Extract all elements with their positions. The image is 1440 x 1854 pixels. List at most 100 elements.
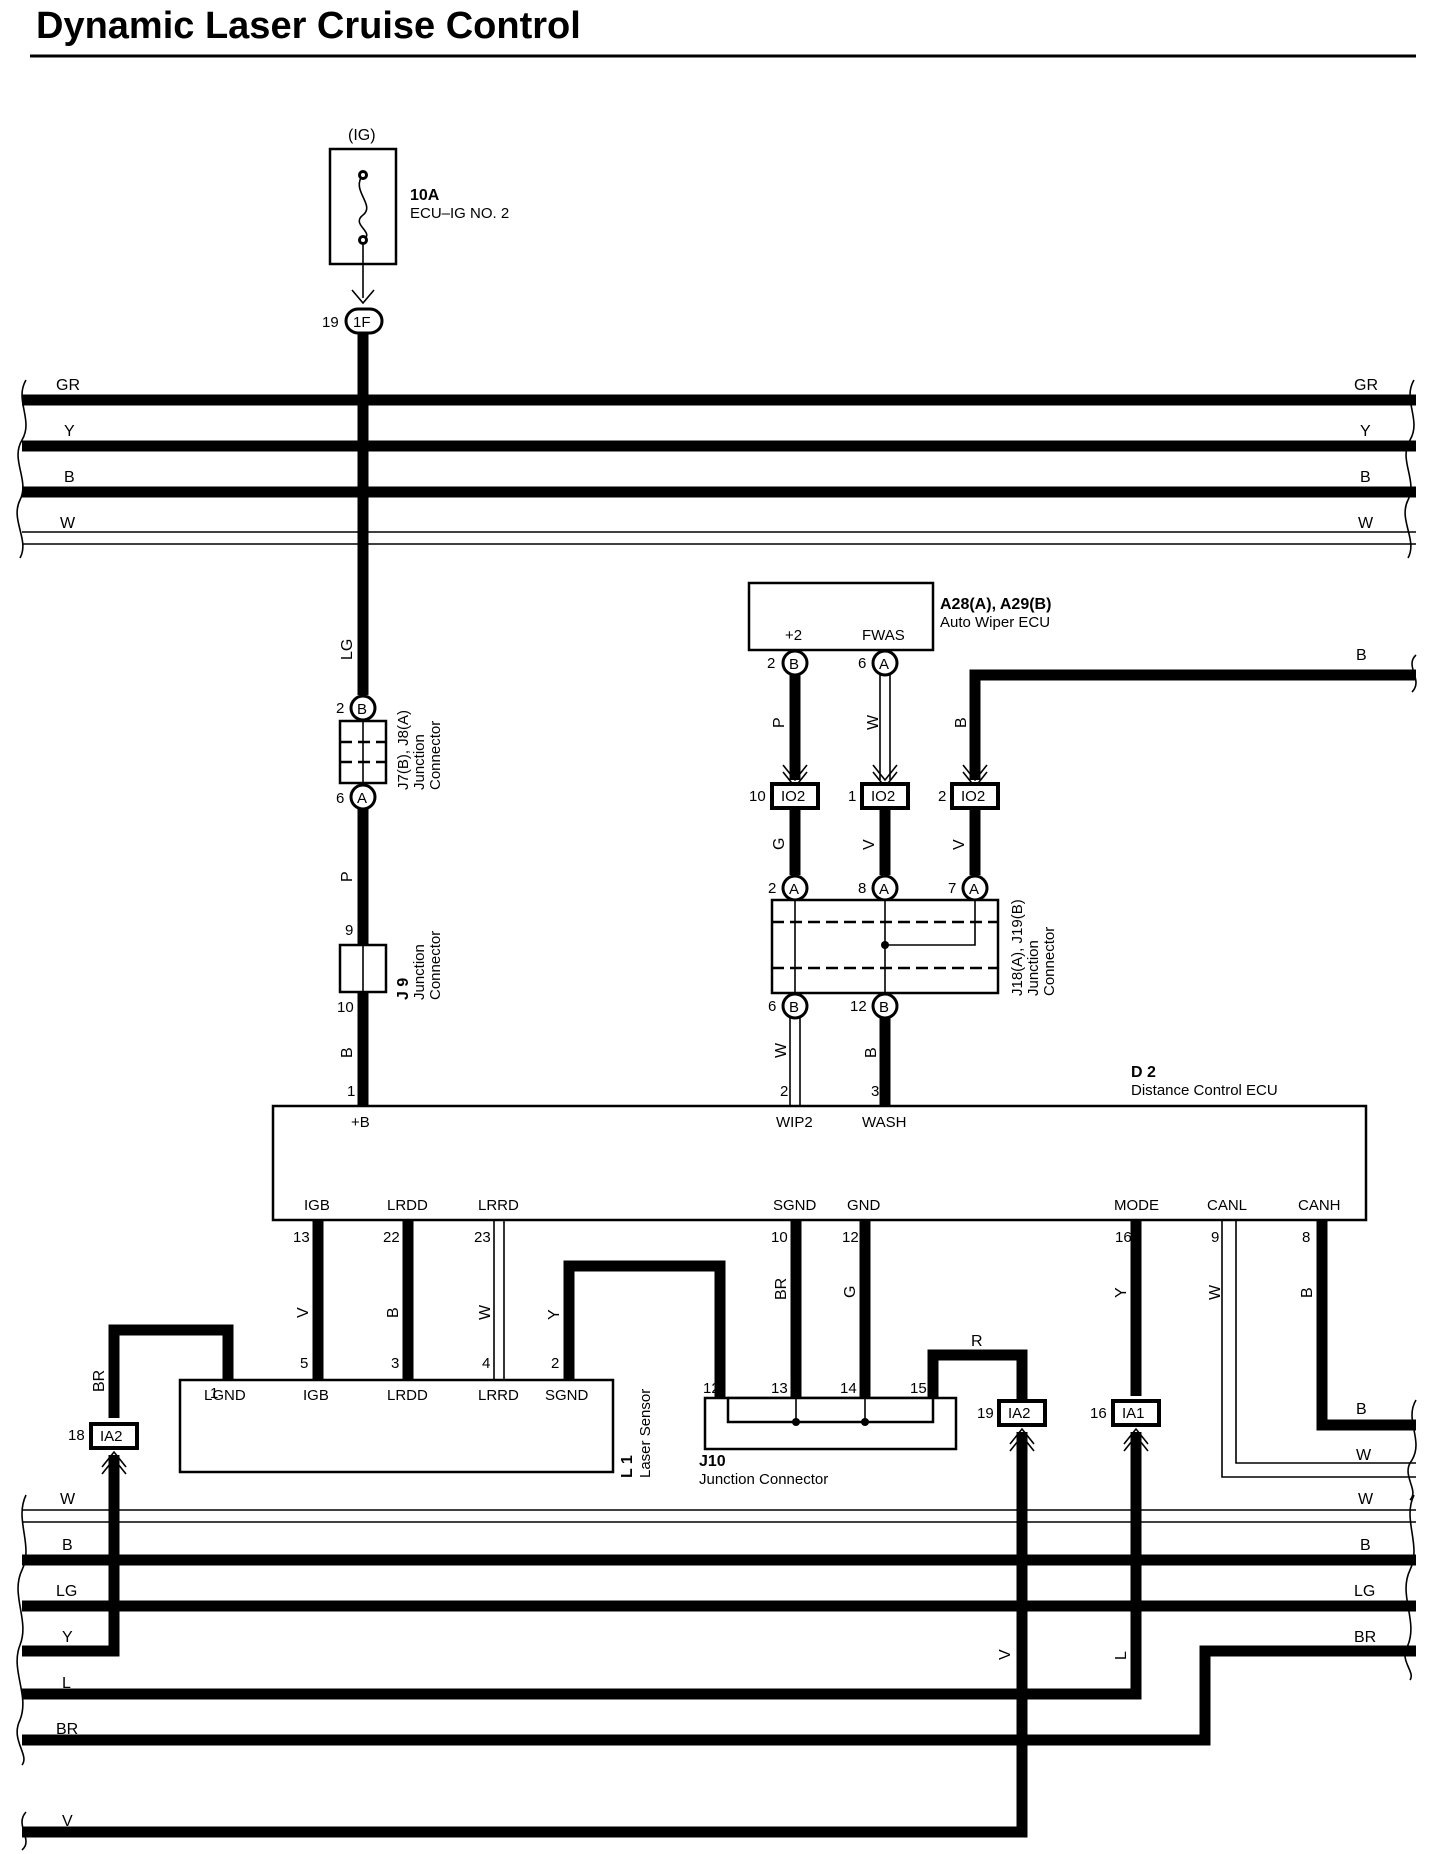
j7j8-letter-bottom: A (357, 790, 367, 807)
ecu-bottom-name-6: CANL (1207, 1197, 1247, 1214)
bottom-bus-right-1: B (1360, 1537, 1371, 1554)
auto-wiper-letter-fwas: A (879, 656, 889, 673)
bottom-bus-left-3: Y (62, 1629, 73, 1646)
laser-pin-3: 4 (482, 1355, 490, 1372)
top-bus-label-right-2: B (1360, 469, 1371, 486)
wire-canl-inner (1235, 1220, 1416, 1464)
auto-wiper-desc: Auto Wiper ECU (940, 614, 1050, 631)
arrow-up-icon (101, 1450, 127, 1468)
top-bus-label-right-0: GR (1354, 377, 1378, 394)
ecu-bottom-pin-1: 22 (383, 1229, 400, 1246)
break-mark-icon (1411, 654, 1417, 693)
ecu-wire-3: BR (773, 1278, 790, 1300)
j9-name: J 9 (395, 978, 412, 1000)
ia2-mid-wire: V (997, 1649, 1014, 1660)
break-mark-top-left (16, 379, 27, 559)
top-bus-label-left-0: GR (56, 377, 80, 394)
j18-top-pin-1: 8 (858, 880, 866, 897)
connector-1f-pin: 19 (322, 314, 339, 331)
j18-top-letter-2: A (969, 881, 979, 898)
arrow-down-icon (872, 764, 898, 782)
j10-pin-0: 12 (703, 1380, 720, 1397)
ia1-code: IA1 (1122, 1405, 1145, 1422)
ecu-wire-5: Y (1113, 1287, 1130, 1298)
ecu-wire-1: B (385, 1307, 402, 1318)
laser-pin-1: 5 (300, 1355, 308, 1372)
bottom-bus-left-2: LG (56, 1583, 77, 1600)
ecu-wire-4: G (842, 1286, 859, 1298)
bottom-bus-right-2: LG (1354, 1583, 1375, 1600)
j18-bottom-terminal-0 (781, 992, 809, 1020)
wire-b-io2 (969, 669, 1416, 780)
j18-bottom-letter-1: B (879, 999, 889, 1016)
arrow-up-icon (1123, 1427, 1149, 1445)
ecu-top-pin-1: 2 (780, 1083, 788, 1100)
laser-pin-2: 3 (391, 1355, 399, 1372)
bottom-bus-left-0: W (60, 1491, 76, 1508)
j18-top-letter-0: A (789, 881, 799, 898)
auto-wiper-ecu (747, 581, 935, 652)
laser-sensor (178, 1378, 615, 1474)
ecu-top-name-0: +B (351, 1114, 370, 1131)
bottom-bus-left-1: B (62, 1537, 73, 1554)
ecu-bottom-name-7: CANH (1298, 1197, 1341, 1214)
j9-desc2: Connector (427, 931, 444, 1000)
ecu-wire-2: W (477, 1304, 494, 1320)
wire-v (22, 1432, 1028, 1838)
fuse-terminal-top (358, 170, 368, 180)
laser-pin-4: 2 (551, 1355, 559, 1372)
j18-desc1: Junction (1025, 940, 1042, 996)
io2-2-upper-wire: B (953, 717, 970, 728)
wire-l (22, 1432, 1142, 1700)
top-bus-label-left-2: B (64, 469, 75, 486)
ecu-wire-0: V (295, 1307, 312, 1318)
laser-term-4: SGND (545, 1387, 589, 1404)
break-mark-bottom-left (16, 1494, 27, 1766)
laser-term-2: LRDD (387, 1387, 428, 1404)
distance-control-ecu (271, 1104, 1368, 1222)
j18-bottom-letter-0: B (789, 999, 799, 1016)
ia1-connector (1111, 1399, 1161, 1427)
ia2-mid-pin: 19 (977, 1405, 994, 1422)
laser-term-3: LRRD (478, 1387, 519, 1404)
page-title: Dynamic Laser Cruise Control (36, 5, 581, 47)
j18-bottom-pin-1: 12 (850, 998, 867, 1015)
laser-desc: Laser Sensor (637, 1389, 654, 1478)
top-bus-label-left-1: Y (64, 423, 75, 440)
arrow-down-icon (351, 289, 375, 305)
ecu-bottom-name-0: IGB (304, 1197, 330, 1214)
fuse-icon (358, 174, 368, 241)
fuse-source-label: (IG) (348, 127, 376, 144)
top-bus-label-right-1: Y (1360, 423, 1371, 440)
laser-pin-0: 1 (210, 1385, 218, 1402)
j7j8-pin-top: 2 (336, 700, 344, 717)
j7j8-pin-bottom: 6 (336, 790, 344, 807)
ecu-bottom-pin-7: 8 (1302, 1229, 1310, 1246)
ecu-top-pin-0: 1 (347, 1083, 355, 1100)
io2-0-code: IO2 (781, 788, 805, 805)
ia2-left-pin: 18 (68, 1427, 85, 1444)
auto-wiper-pin-fwas: 6 (858, 655, 866, 672)
auto-wiper-fwas-terminal (871, 649, 899, 677)
io2-0-lower-wire: G (771, 838, 788, 850)
io2-1-pin: 1 (848, 788, 856, 805)
wire-color-p: P (339, 871, 356, 882)
wire-br (22, 1645, 1416, 1746)
bottom-bus-left-4: L (62, 1675, 71, 1692)
ecu-desc: Distance Control ECU (1131, 1082, 1278, 1099)
break-mark-top-right (1404, 379, 1415, 559)
top-bus-label-right-3: W (1358, 515, 1374, 532)
ecu-bottom-name-5: MODE (1114, 1197, 1159, 1214)
j7j8-desc1: Junction (411, 734, 428, 790)
ecu-bottom-pin-5: 16 (1115, 1229, 1132, 1246)
fuse-terminal-bottom (358, 235, 368, 245)
wire-r (927, 1349, 1028, 1410)
io2-1-upper-wire: W (865, 714, 882, 730)
j18-bottom-pin-0: 6 (768, 998, 776, 1015)
fuse-rating: 10A (410, 187, 440, 204)
io2-1-lower-wire: V (861, 839, 878, 850)
j10-desc: Junction Connector (699, 1471, 828, 1488)
bottom-bus: W W B B LG LG Y BR L BR V (16, 1491, 1416, 1851)
ia2-left-wire: BR (91, 1370, 108, 1392)
laser-wire-y: Y (546, 1309, 563, 1320)
